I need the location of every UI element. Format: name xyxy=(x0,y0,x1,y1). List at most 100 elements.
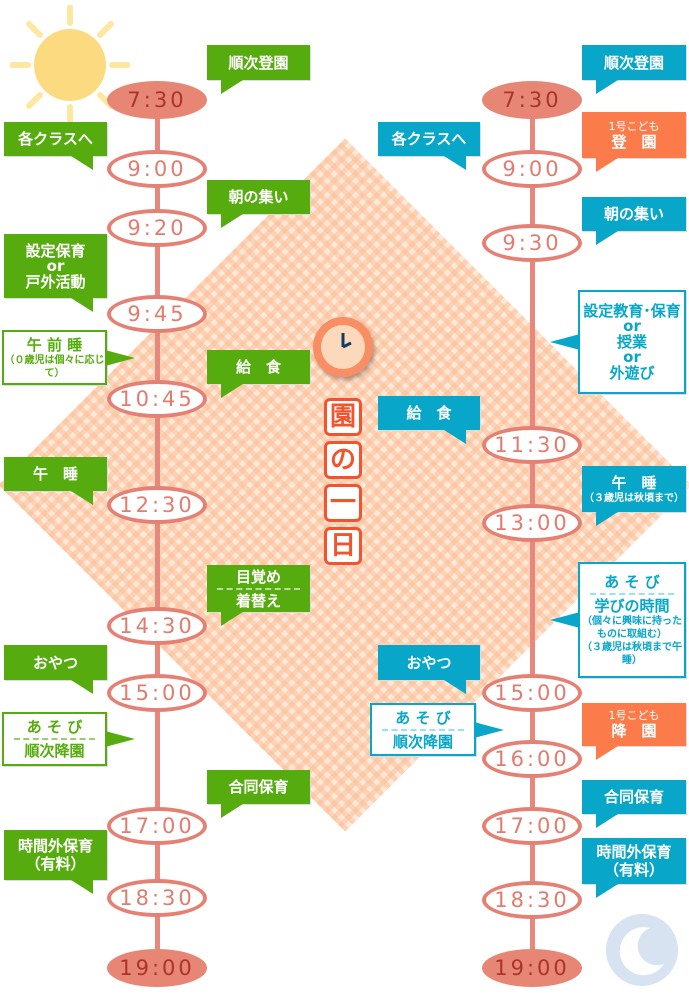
schedule-label: あ そ び学びの時間（個々に興味に持ったものに取組む）（３歳児は秋頃まで午睡） xyxy=(550,562,686,678)
label-line: 登 園 xyxy=(611,132,657,151)
label-line: or xyxy=(623,317,641,335)
schedule-label: 合同保育 xyxy=(207,770,310,818)
time-marker: 7:30 xyxy=(107,81,207,119)
schedule-label: 給 食 xyxy=(207,350,310,398)
label-line: or xyxy=(46,256,65,275)
time-marker: 15:00 xyxy=(107,674,207,712)
dashed-divider xyxy=(590,593,674,595)
label-line: 順次降園 xyxy=(392,732,453,751)
label-line: 外遊び xyxy=(609,364,655,382)
time-marker: 14:30 xyxy=(107,607,207,645)
time-marker: 16:00 xyxy=(482,740,582,778)
label-line: 合同保育 xyxy=(228,778,289,796)
schedule-label: おやつ xyxy=(378,645,480,694)
title-char: 園 xyxy=(324,398,362,436)
label-line: 授業 xyxy=(616,333,647,351)
schedule-label: 午 前 睡（０歳児は個々に応じて） xyxy=(2,330,135,385)
title-char: 一 xyxy=(324,484,362,522)
title-char: 日 xyxy=(324,527,362,565)
label-note: （３歳児は秋頃まで午睡） xyxy=(582,642,682,666)
schedule-label: あ そ び順次降園 xyxy=(2,712,135,766)
label-line: おやつ xyxy=(406,653,452,672)
schedule-label: 順次登園 xyxy=(207,45,310,94)
schedule-label: 各クラスへ xyxy=(378,122,480,170)
label-line: おやつ xyxy=(32,653,78,672)
label-line: 時間外保育 xyxy=(17,837,93,855)
label-note: （０歳児は個々に応じて） xyxy=(4,354,105,379)
label-line: 設定教育･保育 xyxy=(583,302,681,320)
label-line: 順次登園 xyxy=(228,53,289,72)
label-line: 目覚め xyxy=(235,567,281,586)
label-line: 午 睡 xyxy=(611,473,657,492)
label-sup: 1号こども xyxy=(608,119,660,133)
time-marker: 19:00 xyxy=(107,949,207,987)
time-marker: 12:30 xyxy=(107,486,207,524)
title-char: の xyxy=(324,441,362,479)
label-line: 合同保育 xyxy=(603,788,664,806)
schedule-label: 合同保育 xyxy=(582,780,686,828)
dashed-divider xyxy=(382,728,464,731)
label-line: 降 園 xyxy=(611,722,657,740)
label-line: 朝の集い xyxy=(228,188,289,206)
label-line: 各クラスへ xyxy=(391,130,467,148)
label-line: 戸外活動 xyxy=(25,272,86,291)
time-marker: 17:00 xyxy=(482,807,582,845)
schedule-label: 朝の集い xyxy=(207,180,310,228)
time-marker: 7:30 xyxy=(482,81,582,119)
label-line: 順次登園 xyxy=(603,53,664,72)
schedule-label: 1号こども降 園 xyxy=(582,703,686,760)
label-note: （３歳児は秋頃まで） xyxy=(584,492,684,504)
schedule-label: 目覚め着替え xyxy=(207,565,310,626)
label-line: 学びの時間 xyxy=(594,597,670,615)
dashed-divider xyxy=(14,738,95,740)
label-line: 設定保育 xyxy=(25,241,86,260)
schedule-label: 時間外保育（有料） xyxy=(4,830,107,894)
label-line: 午 前 睡 xyxy=(26,335,83,354)
label-note: （個々に興味に持ったものに取組む） xyxy=(582,616,682,640)
time-marker: 18:30 xyxy=(482,881,582,919)
schedule-label: 朝の集い xyxy=(582,197,686,245)
left-timeline xyxy=(155,100,160,966)
time-marker: 10:45 xyxy=(107,380,207,418)
label-line: 順次降園 xyxy=(24,742,85,760)
schedule-label: 順次登園 xyxy=(582,45,686,94)
label-line: あ そ び xyxy=(26,718,83,736)
schedule-label: 給 食 xyxy=(378,396,480,444)
schedule-label: 1号こども登 園 xyxy=(582,112,686,172)
schedule-label: 午 睡 xyxy=(4,457,107,505)
dashed-divider xyxy=(217,587,300,590)
label-line: 午 睡 xyxy=(32,465,78,483)
schedule-label: 午 睡（３歳児は秋頃まで） xyxy=(582,466,686,526)
label-line: 給 食 xyxy=(406,404,452,422)
time-marker: 15:00 xyxy=(482,674,582,712)
time-marker: 9:20 xyxy=(107,209,207,247)
time-marker: 13:00 xyxy=(482,504,582,542)
schedule-label: 時間外保育（有料） xyxy=(582,838,686,898)
sun-icon xyxy=(10,5,130,125)
label-line: or xyxy=(623,348,641,366)
time-marker: 18:30 xyxy=(107,879,207,917)
time-marker: 9:30 xyxy=(482,224,582,262)
label-line: あ そ び xyxy=(395,708,451,727)
time-marker: 19:00 xyxy=(482,949,582,987)
label-line: あ そ び xyxy=(604,573,660,591)
schedule-label: あ そ び順次降園 xyxy=(370,703,504,756)
label-line: （有料） xyxy=(25,855,86,873)
label-line: 給 食 xyxy=(235,358,281,376)
time-marker: 17:00 xyxy=(107,807,207,845)
label-line: 各クラスへ xyxy=(18,130,93,148)
schedule-label: 各クラスへ xyxy=(4,122,107,170)
time-marker: 9:45 xyxy=(107,295,207,333)
time-marker: 9:00 xyxy=(107,150,207,188)
label-line: （有料） xyxy=(603,861,664,879)
schedule-label: おやつ xyxy=(4,645,107,694)
label-line: 着替え xyxy=(235,591,281,610)
label-line: 朝の集い xyxy=(603,205,664,223)
label-line: 時間外保育 xyxy=(596,843,672,861)
time-marker: 9:00 xyxy=(482,150,582,188)
time-marker: 11:30 xyxy=(482,426,582,464)
clock-icon xyxy=(313,317,373,377)
label-sup: 1号こども xyxy=(608,709,660,722)
